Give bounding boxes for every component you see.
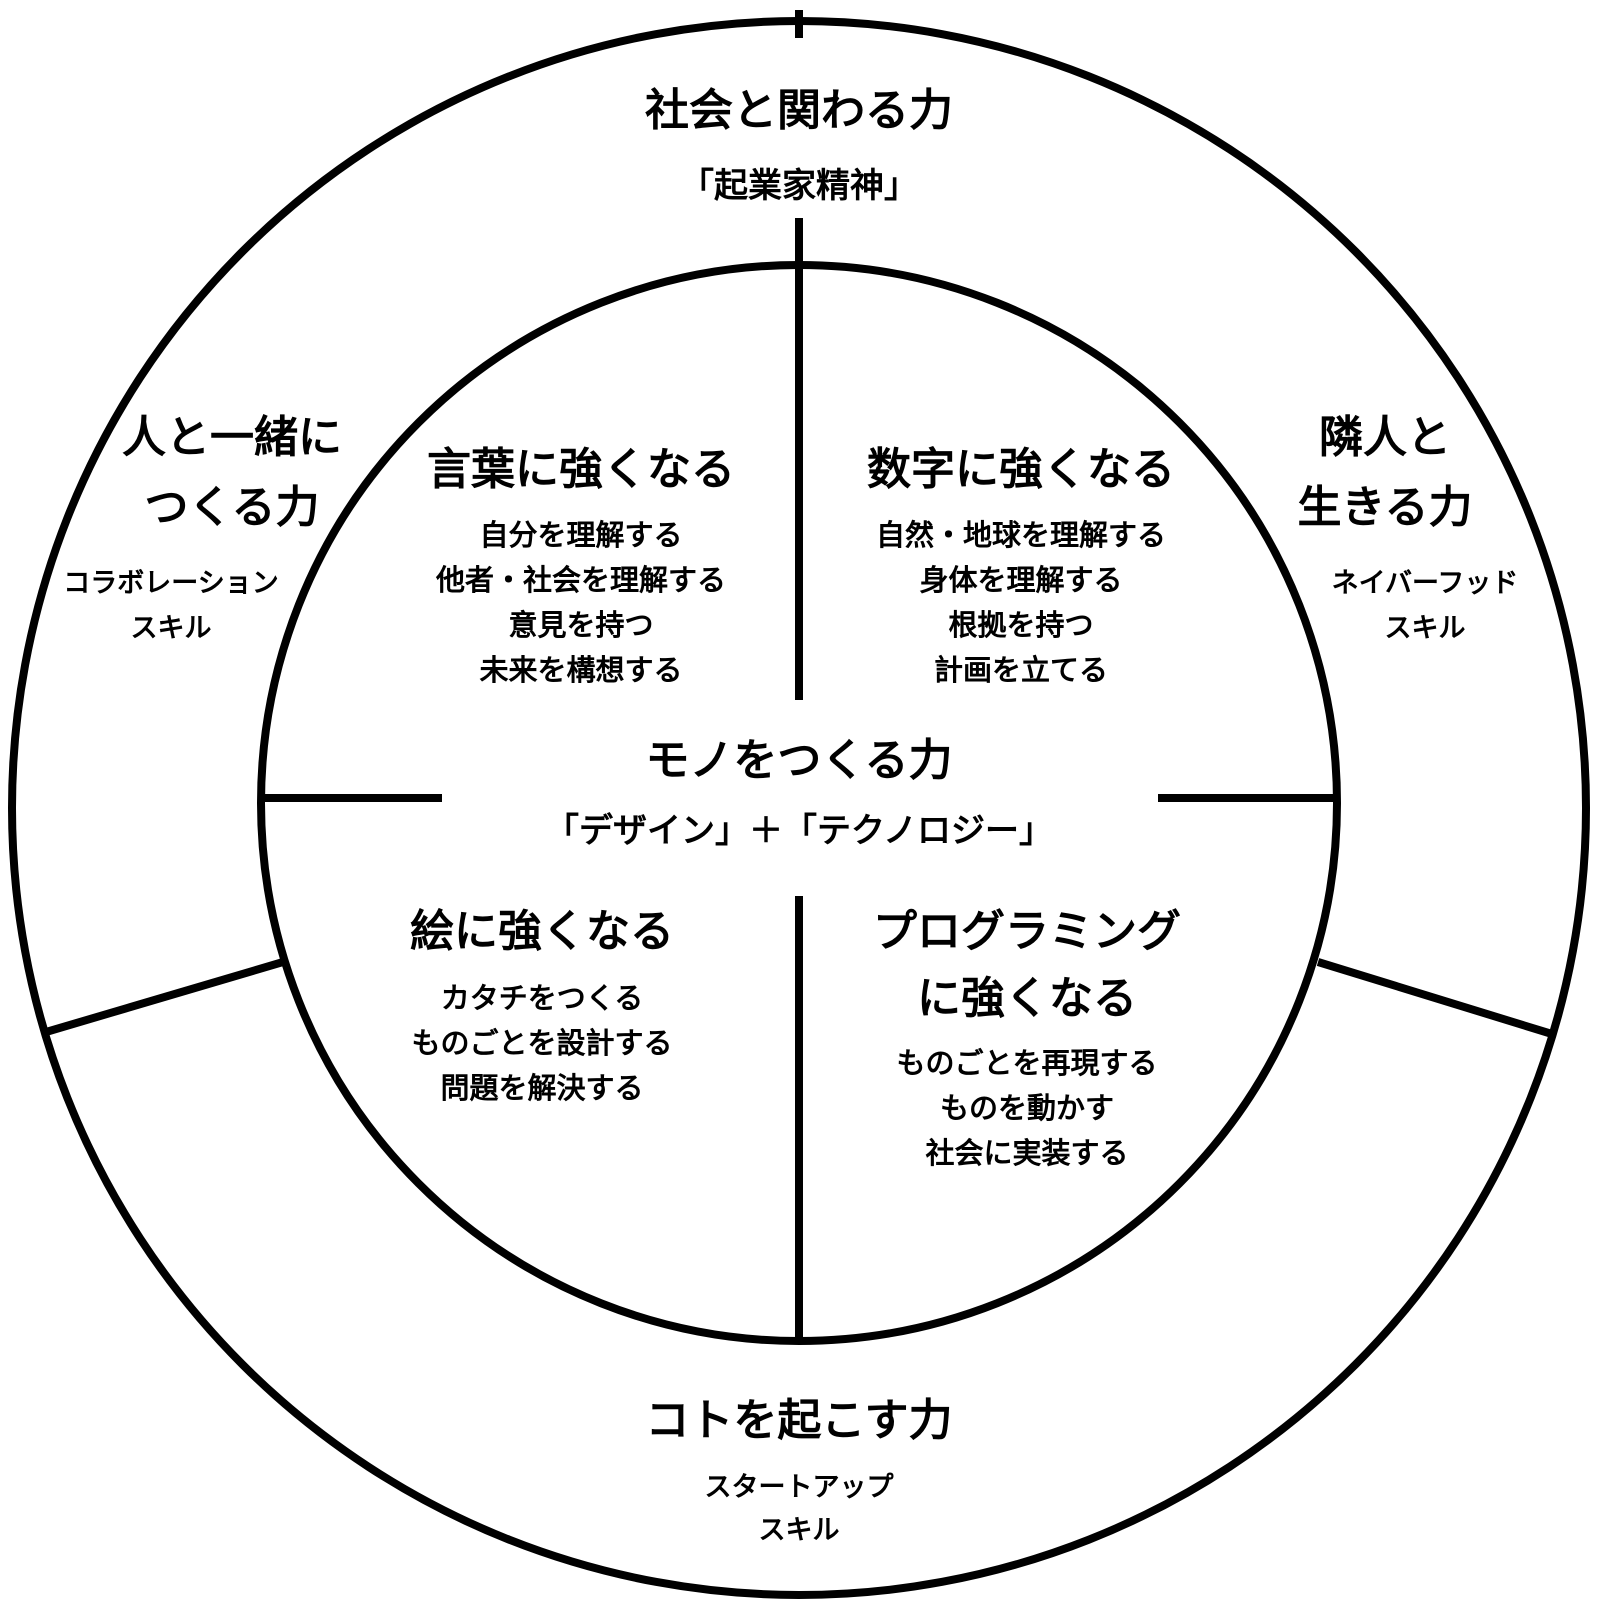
quadrant-bottom-right-title-line2: に強くなる	[917, 973, 1137, 1024]
outer-bottom-title: コトを起こす力	[645, 1395, 952, 1446]
quadrant-bottom-left-title: 絵に強くなる	[410, 906, 674, 957]
quadrant-top-right-item: 身体を理解する	[919, 563, 1122, 597]
quadrant-bottom-left-item: ものごとを設計する	[411, 1026, 672, 1060]
center-subtitle: 「デザイン」＋「テクノロジー」	[545, 811, 1053, 851]
quadrant-bottom-left-item: 問題を解決する	[440, 1071, 643, 1105]
quadrant-bottom-right-item: ものを動かす	[940, 1091, 1114, 1125]
outer-top-subtitle: 「起業家精神」	[680, 166, 918, 206]
quadrant-top-right-item: 根拠を持つ	[948, 608, 1093, 642]
outer-bottom-sub-line1: スタートアップ	[705, 1472, 895, 1503]
quadrant-bottom-right-item: 社会に実装する	[925, 1136, 1128, 1170]
quadrant-top-left-title: 言葉に強くなる	[427, 444, 735, 495]
outer-right-sub-line2: スキル	[1385, 613, 1466, 644]
quadrant-top-right-item: 計画を立てる	[934, 653, 1108, 687]
quadrant-top-left-item: 自分を理解する	[479, 518, 682, 552]
quadrant-bottom-right-item: ものごとを再現する	[896, 1046, 1157, 1080]
outer-right-title-line2: 生きる力	[1297, 482, 1472, 533]
outer-left-title-line2: つくる力	[144, 482, 319, 533]
quadrant-top-left-item: 未来を構想する	[479, 653, 682, 687]
quadrant-bottom-left-item: カタチをつくる	[441, 981, 643, 1015]
outer-top-title: 社会と関わる力	[645, 85, 953, 136]
lower-left-ring-divider	[44, 958, 285, 1036]
center-title: モノをつくる力	[645, 735, 952, 786]
outer-left-title-line1: 人と一緒に	[122, 412, 342, 463]
quadrant-bottom-right-title-line1: プログラミング	[873, 906, 1181, 957]
outer-left-sub-line2: スキル	[131, 613, 212, 644]
outer-left-sub-line1: コラボレーション	[63, 568, 278, 599]
outer-right-title-line1: 隣人と	[1319, 412, 1451, 463]
quadrant-top-right-title: 数字に強くなる	[867, 444, 1175, 495]
outer-right-sub-line1: ネイバーフッド	[1332, 568, 1519, 599]
lower-right-ring-divider	[1316, 958, 1554, 1038]
quadrant-top-left-item: 他者・社会を理解する	[435, 563, 726, 597]
quadrant-top-left-item: 意見を持つ	[508, 608, 653, 642]
outer-bottom-sub-line2: スキル	[759, 1515, 840, 1546]
quadrant-top-right-item: 自然・地球を理解する	[876, 518, 1166, 552]
